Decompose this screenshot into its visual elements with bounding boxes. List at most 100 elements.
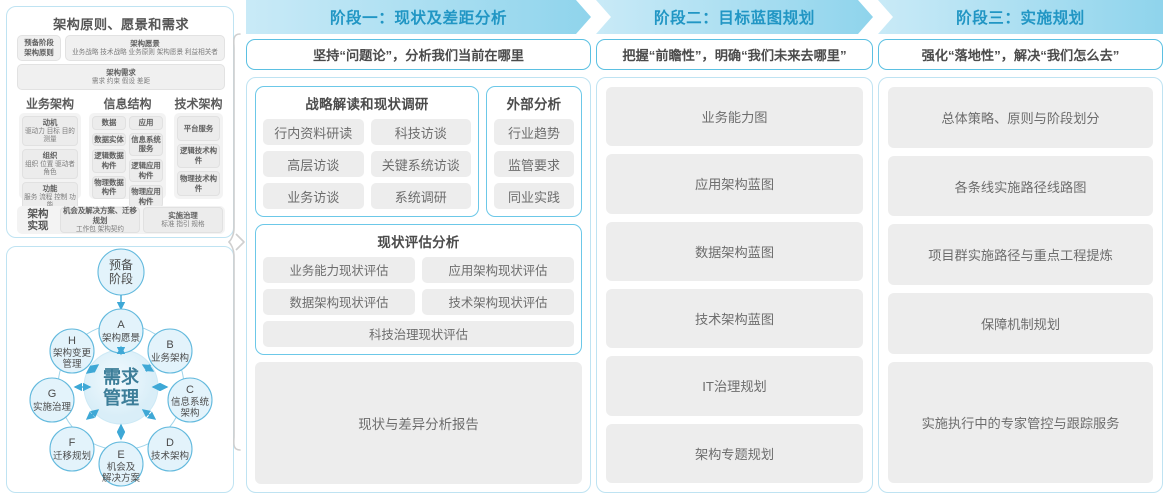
togaf-column-business-header: 业务架构 <box>25 97 74 111</box>
pill-item[interactable]: 科技治理现状评估 <box>263 321 574 347</box>
list-item[interactable]: 实施执行中的专家管控与跟踪服务 <box>888 361 1153 484</box>
phase-2-slogan: 把握“前瞻性”，明确“我们未来去哪里” <box>596 39 873 70</box>
adm-center-line1: 需求 <box>103 366 140 387</box>
togaf-prelim-line1: 预备阶段 <box>24 38 54 48</box>
togaf-cell: 动机 驱动力 目标 目的 测量 <box>22 116 78 147</box>
svg-text:B: B <box>166 339 173 351</box>
svg-text:架构: 架构 <box>180 407 199 419</box>
togaf-requirement-items: 需求 约束 假设 差距 <box>91 77 151 85</box>
togaf-vision-items: 业务战略 技术战略 业务原则 架构愿景 利益相关者 <box>72 48 218 56</box>
adm-center-line2: 管理 <box>103 387 139 408</box>
cell-title: 动机 <box>42 118 58 127</box>
togaf-cell: 逻辑数据构件 <box>92 149 126 173</box>
svg-text:F: F <box>69 437 76 449</box>
pill-item[interactable]: 科技访谈 <box>370 119 471 145</box>
svg-text:技术架构: 技术架构 <box>151 450 189 462</box>
phase-1: 阶段一：现状及差距分析 坚持“问题论”，分析我们当前在哪里 战略解读和现状调研 … <box>246 0 591 493</box>
list-item[interactable]: 各条线实施路径线路图 <box>888 155 1153 217</box>
phase-1-slogan: 坚持“问题论”，分析我们当前在哪里 <box>246 39 591 70</box>
connector-brace <box>228 33 245 451</box>
list-item[interactable]: 应用架构蓝图 <box>606 154 863 214</box>
phase-1-header-label: 阶段一：现状及差距分析 <box>329 10 508 27</box>
pill-item[interactable]: 业务能力现状评估 <box>263 257 415 283</box>
cell-title: 物理应用构件 <box>131 187 161 206</box>
list-item[interactable]: 数据架构蓝图 <box>606 221 863 281</box>
cell-title: 功能 <box>42 184 58 194</box>
cell-title: 数据实体 <box>94 134 124 144</box>
togaf-column-technology: 技术架构 平台服务 逻辑技术构件 物理技术构件 <box>172 95 225 202</box>
group-title: 外部分析 <box>506 97 562 112</box>
adm-prelim-line2: 阶段 <box>109 271 133 286</box>
togaf-cell: 平台服务 <box>177 116 220 141</box>
svg-text:迁移规划: 迁移规划 <box>53 450 91 462</box>
svg-text:架构愿景: 架构愿景 <box>102 332 140 344</box>
togaf-requirement-title: 架构需求 <box>106 68 136 78</box>
list-item[interactable]: 保障机制规划 <box>888 293 1153 354</box>
togaf-framework-panel: 架构原则、愿景和需求 预备阶段 架构原则 架构愿景 业务战略 技术战略 业务原则… <box>6 6 234 238</box>
pill-item[interactable]: 业务访谈 <box>263 183 364 209</box>
group-title: 战略解读和现状调研 <box>305 97 429 112</box>
brace-arrow-icon <box>235 233 245 251</box>
adm-prelim-line1: 预备 <box>109 258 133 272</box>
cell-title: 组织 <box>42 151 58 161</box>
cell-title: 逻辑技术构件 <box>180 146 217 165</box>
pill-item[interactable]: 行内资料研读 <box>263 119 364 145</box>
list-item[interactable]: 总体策略、原则与阶段划分 <box>888 87 1153 148</box>
cell-title: 机会及解决方案、迁移规划 <box>63 206 137 225</box>
togaf-vision-box: 架构愿景 业务战略 技术战略 业务原则 架构愿景 利益相关者 <box>65 35 225 61</box>
pill-item[interactable]: 数据架构现状评估 <box>263 289 415 315</box>
svg-text:实施治理: 实施治理 <box>33 401 72 413</box>
group-external-analysis: 外部分析 行业趋势 监管要求 同业实践 <box>486 86 582 217</box>
pill-item[interactable]: 系统调研 <box>370 183 471 209</box>
togaf-vision-title: 架构愿景 <box>130 39 160 49</box>
pill-item[interactable]: 监管要求 <box>494 151 574 177</box>
pill-item[interactable]: 行业趋势 <box>494 119 574 145</box>
group-current-state-assessment: 现状评估分析 业务能力现状评估 应用架构现状评估 数据架构现状评估 技术架构现状… <box>255 224 582 355</box>
togaf-column-business: 业务架构 动机 驱动力 目标 目的 测量 组织 组织 位置 驱动者 角色 功能 … <box>17 95 83 213</box>
togaf-subcolumn-application: 应用 信息系统服务 逻辑应用构件 物理应用构件 <box>129 116 163 209</box>
list-item[interactable]: IT治理规划 <box>606 356 863 416</box>
pill-item[interactable]: 关键系统访谈 <box>370 151 471 177</box>
svg-text:A: A <box>117 319 125 331</box>
svg-text:机会及: 机会及 <box>107 461 136 473</box>
list-item[interactable]: 技术架构蓝图 <box>606 288 863 349</box>
togaf-cell: 物理技术构件 <box>177 171 220 197</box>
chevron-shape-icon <box>246 0 591 34</box>
phase-2: 阶段二：目标蓝图规划 把握“前瞻性”，明确“我们未来去哪里” 业务能力图 应用架… <box>596 0 873 493</box>
togaf-column-technology-header: 技术架构 <box>174 97 223 111</box>
cell-items: 组织 位置 驱动者 角色 <box>25 160 75 176</box>
group-strategy-research: 战略解读和现状调研 行内资料研读 科技访谈 高层访谈 关键系统访谈 业务访谈 系 <box>255 86 479 217</box>
phase-3-slogan: 强化“落地性”，解决“我们怎么去” <box>878 39 1163 70</box>
pill-item[interactable]: 高层访谈 <box>263 151 364 177</box>
pill-item[interactable]: 技术架构现状评估 <box>422 289 574 315</box>
svg-text:C: C <box>186 384 194 396</box>
phase-3-header-label: 阶段三：实施规划 <box>956 10 1085 27</box>
phase-1-body: 战略解读和现状调研 行内资料研读 科技访谈 高层访谈 关键系统访谈 业务访谈 系 <box>246 77 591 493</box>
adm-cycle-diagram: 需求 管理 预备 阶段 A 架构愿景 B 业务架构 C 信息系统 架构 <box>29 248 213 487</box>
togaf-implementation-cell: 实施治理 标准 指引 规格 <box>143 207 223 233</box>
list-item[interactable]: 项目群实施路径与重点工程提炼 <box>888 224 1153 286</box>
togaf-requirement-box: 架构需求 需求 约束 假设 差距 <box>17 64 225 90</box>
cell-items: 驱动力 目标 目的 测量 <box>25 127 75 143</box>
cell-title: 逻辑数据构件 <box>94 151 124 170</box>
list-item[interactable]: 架构专题规划 <box>606 423 863 483</box>
pill-item[interactable]: 应用架构现状评估 <box>422 257 574 283</box>
svg-text:G: G <box>48 388 57 400</box>
cell-title: 信息系统服务 <box>131 134 161 154</box>
togaf-cell: 数据实体 <box>92 132 126 147</box>
cell-title: 数据 <box>101 118 117 127</box>
togaf-cell: 组织 组织 位置 驱动者 角色 <box>22 149 78 180</box>
phase-1-report[interactable]: 现状与差异分析报告 <box>255 362 582 484</box>
togaf-cell: 物理数据构件 <box>92 175 126 199</box>
cell-title: 物理数据构件 <box>94 177 124 197</box>
cell-items: 工作包 架构契约 <box>76 225 124 233</box>
pill-item[interactable]: 同业实践 <box>494 183 574 209</box>
svg-text:架构变更: 架构变更 <box>53 347 92 359</box>
impl-label-line1: 架构 <box>27 207 49 220</box>
svg-text:H: H <box>68 335 76 347</box>
chevron-shape-icon <box>878 0 1163 34</box>
togaf-cell: 逻辑应用构件 <box>129 158 163 183</box>
togaf-prelim-box: 预备阶段 架构原则 <box>17 35 61 61</box>
list-item[interactable]: 业务能力图 <box>606 87 863 147</box>
